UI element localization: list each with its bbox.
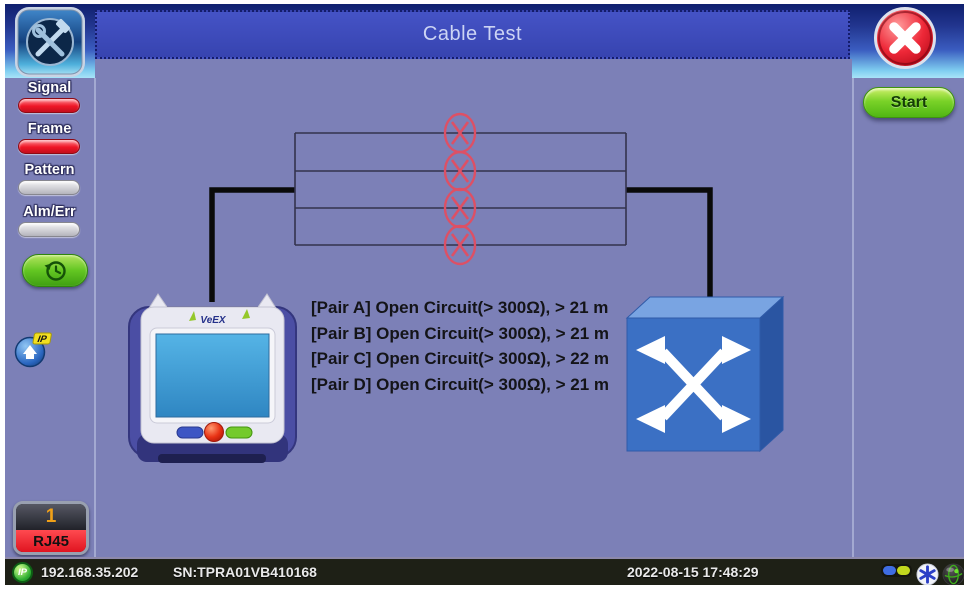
fault-marker-pair-b <box>443 150 477 192</box>
sidebar-divider <box>94 78 96 557</box>
pair-result-line: [Pair D] Open Circuit(> 300Ω), > 21 m <box>311 374 609 394</box>
ip-address-text: 192.168.35.202 <box>41 564 139 580</box>
wire-pairs <box>294 132 627 246</box>
ip-tool-button[interactable]: IP <box>14 331 54 369</box>
history-clock-icon <box>44 260 66 281</box>
datetime-text: 2022-08-15 17:48:29 <box>627 564 759 580</box>
port-number: 1 <box>16 504 86 530</box>
close-icon <box>874 7 936 69</box>
led-label-signal: Signal <box>27 80 72 96</box>
tester-illustration: VeEX <box>128 293 297 463</box>
globe-icon[interactable] <box>942 563 964 585</box>
led-indicator-almerr <box>18 222 80 237</box>
battery-icon[interactable] <box>881 563 913 578</box>
led-label-pattern: Pattern <box>24 162 75 178</box>
banner-filler <box>95 59 852 78</box>
fault-markers <box>443 112 477 266</box>
fault-marker-pair-d <box>443 224 477 266</box>
ip-globe-icon: IP <box>14 332 52 368</box>
pair-results: [Pair A] Open Circuit(> 300Ω), > 21 m [P… <box>311 295 671 397</box>
tools-menu-button[interactable] <box>14 6 86 78</box>
start-button-label: Start <box>890 93 928 111</box>
page-title: Cable Test <box>422 23 523 45</box>
pair-result-line: [Pair B] Open Circuit(> 300Ω), > 21 m <box>311 323 609 343</box>
led-indicator-frame <box>18 139 80 154</box>
serial-number-text: SN:TPRA01VB410168 <box>173 564 317 580</box>
fault-marker-pair-a <box>443 112 477 154</box>
port-indicator[interactable]: 1 RJ45 <box>13 501 89 555</box>
pair-result-line: [Pair C] Open Circuit(> 300Ω), > 22 m <box>311 349 609 368</box>
history-button[interactable] <box>22 254 88 287</box>
ip-status-icon[interactable]: IP <box>12 562 33 583</box>
ip-status-label: IP <box>18 567 27 578</box>
cable-left <box>209 187 295 302</box>
pair-result-line: [Pair A] Open Circuit(> 300Ω), > 21 m <box>311 298 609 317</box>
bluetooth-icon[interactable] <box>916 563 939 585</box>
led-label-frame: Frame <box>27 121 72 137</box>
tester-brand-label: VeEX <box>200 315 227 326</box>
status-bar: IP 192.168.35.202 SN:TPRA01VB410168 2022… <box>5 557 964 585</box>
start-button[interactable]: Start <box>863 87 955 118</box>
title-bar: Cable Test <box>95 10 850 59</box>
fault-marker-pair-c <box>443 187 477 229</box>
close-button[interactable] <box>874 7 936 69</box>
led-indicator-signal <box>18 98 80 113</box>
device-display: Cable Test <box>5 4 964 585</box>
led-label-almerr: Alm/Err <box>23 204 76 220</box>
cable-right <box>626 187 713 304</box>
svg-text:IP: IP <box>37 334 49 345</box>
port-type: RJ45 <box>16 530 86 552</box>
tools-icon <box>15 7 85 77</box>
led-indicator-pattern <box>18 180 80 195</box>
right-panel-divider <box>852 78 854 557</box>
